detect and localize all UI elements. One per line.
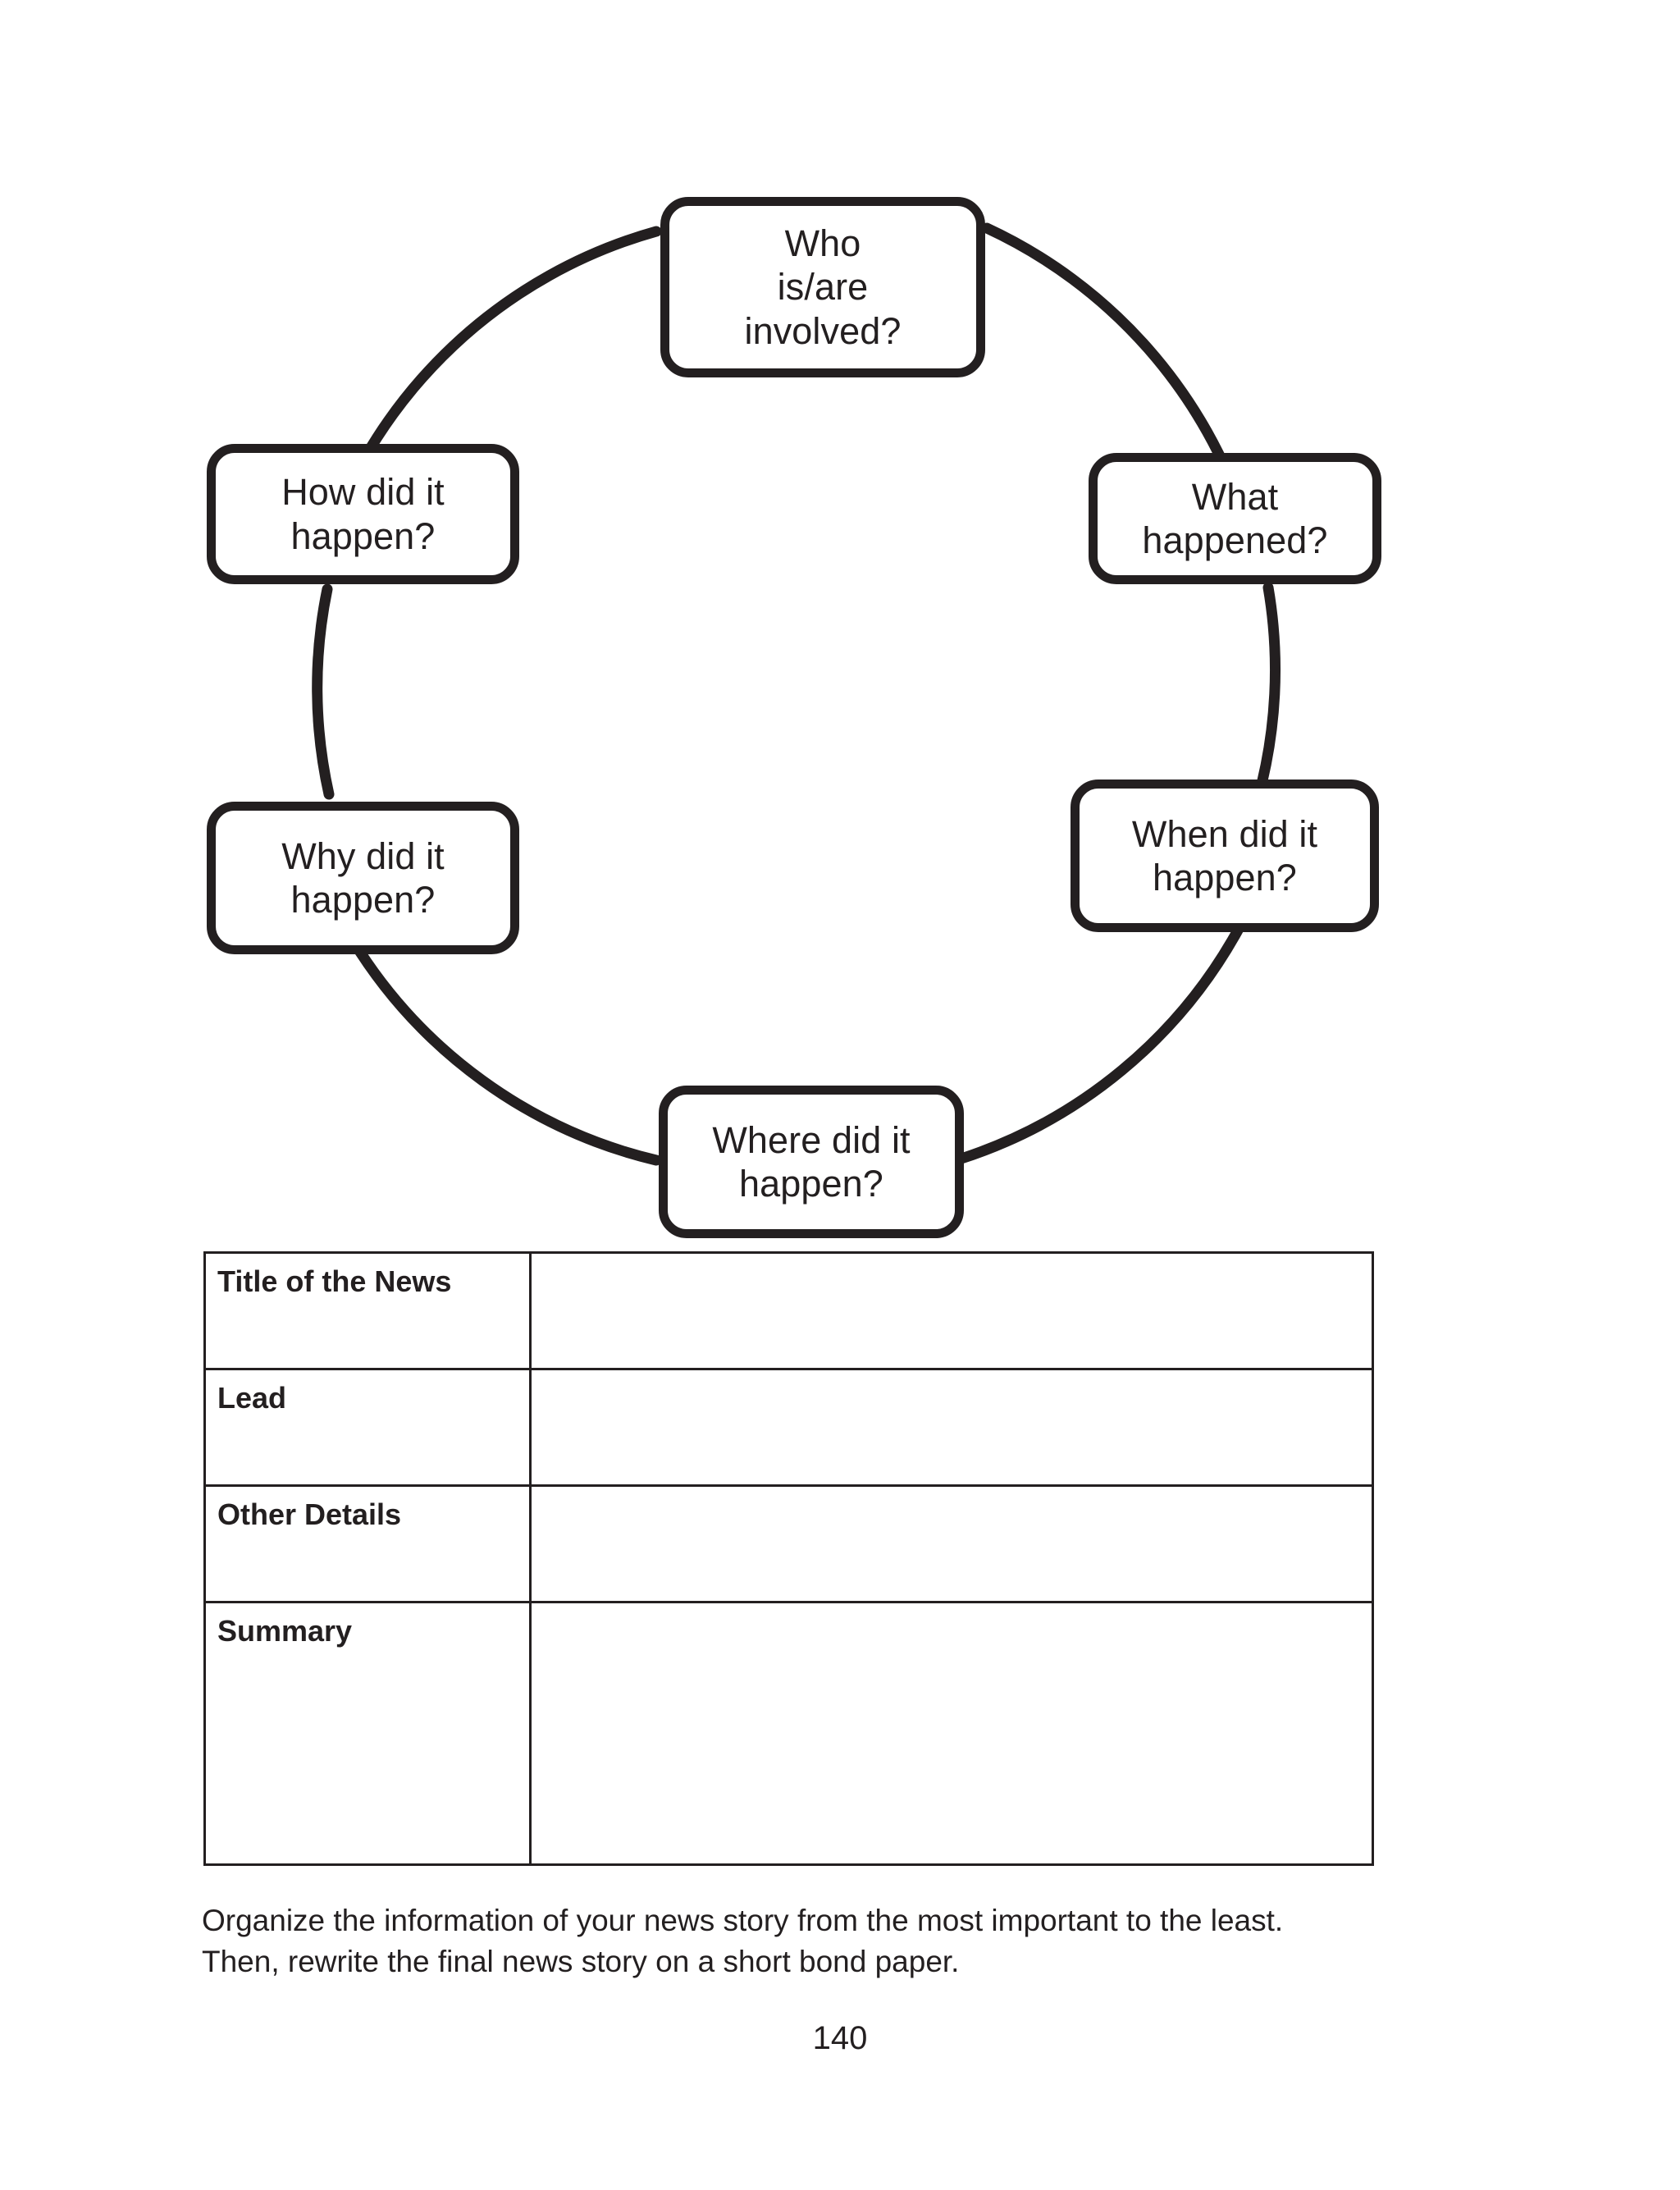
- cycle-node-why[interactable]: Why did it happen?: [207, 802, 519, 954]
- table-label-summary: Summary: [203, 1601, 532, 1866]
- table-row: Summary: [203, 1601, 1374, 1866]
- cycle-node-who[interactable]: Who is/are involved?: [660, 197, 985, 377]
- table-input-other-details[interactable]: [529, 1484, 1374, 1603]
- cycle-node-what-line-2: happened?: [1142, 519, 1328, 561]
- cycle-node-where-line-2: happen?: [739, 1163, 883, 1205]
- instructions-paragraph: Organize the information of your news st…: [202, 1900, 1375, 1982]
- cycle-node-why-line-1: Why did it: [281, 834, 445, 877]
- instructions-line-2: Then, rewrite the final news story on a …: [202, 1944, 960, 1978]
- table-row: Lead: [203, 1368, 1374, 1487]
- instructions-line-1: Organize the information of your news st…: [202, 1904, 1284, 1937]
- table-input-title-of-the-news[interactable]: [529, 1251, 1374, 1370]
- table-row: Title of the News: [203, 1251, 1374, 1370]
- table-input-summary[interactable]: [529, 1601, 1374, 1866]
- cycle-node-who-line-3: involved?: [744, 309, 902, 352]
- cycle-node-when-line-2: happen?: [1153, 857, 1297, 898]
- table-label-other-details: Other Details: [203, 1484, 532, 1603]
- cycle-node-how-line-2: happen?: [290, 514, 436, 557]
- table-row: Other Details: [203, 1484, 1374, 1603]
- cycle-ring-icon: [312, 222, 1281, 1166]
- table-label-lead: Lead: [203, 1368, 532, 1487]
- cycle-node-what[interactable]: What happened?: [1089, 453, 1381, 584]
- cycle-diagram: Who is/are involved? What happened? When…: [207, 197, 1381, 1238]
- table-input-lead[interactable]: [529, 1368, 1374, 1487]
- cycle-node-what-line-1: What: [1191, 475, 1279, 518]
- cycle-node-when-line-1: When did it: [1131, 812, 1318, 855]
- cycle-node-who-line-1: Who: [784, 222, 861, 265]
- page-number: 140: [812, 2020, 868, 2056]
- table-label-title-of-the-news: Title of the News: [203, 1251, 532, 1370]
- cycle-node-when[interactable]: When did it happen?: [1071, 780, 1379, 932]
- cycle-node-how-line-1: How did it: [281, 471, 445, 514]
- news-story-table: Title of the News Lead Other Details Sum…: [203, 1251, 1374, 1866]
- cycle-node-how[interactable]: How did it happen?: [207, 444, 519, 584]
- cycle-node-where-line-1: Where did it: [712, 1118, 911, 1161]
- cycle-node-where[interactable]: Where did it happen?: [659, 1086, 964, 1238]
- cycle-node-who-line-2: is/are: [777, 266, 869, 309]
- cycle-node-why-line-2: happen?: [290, 879, 436, 921]
